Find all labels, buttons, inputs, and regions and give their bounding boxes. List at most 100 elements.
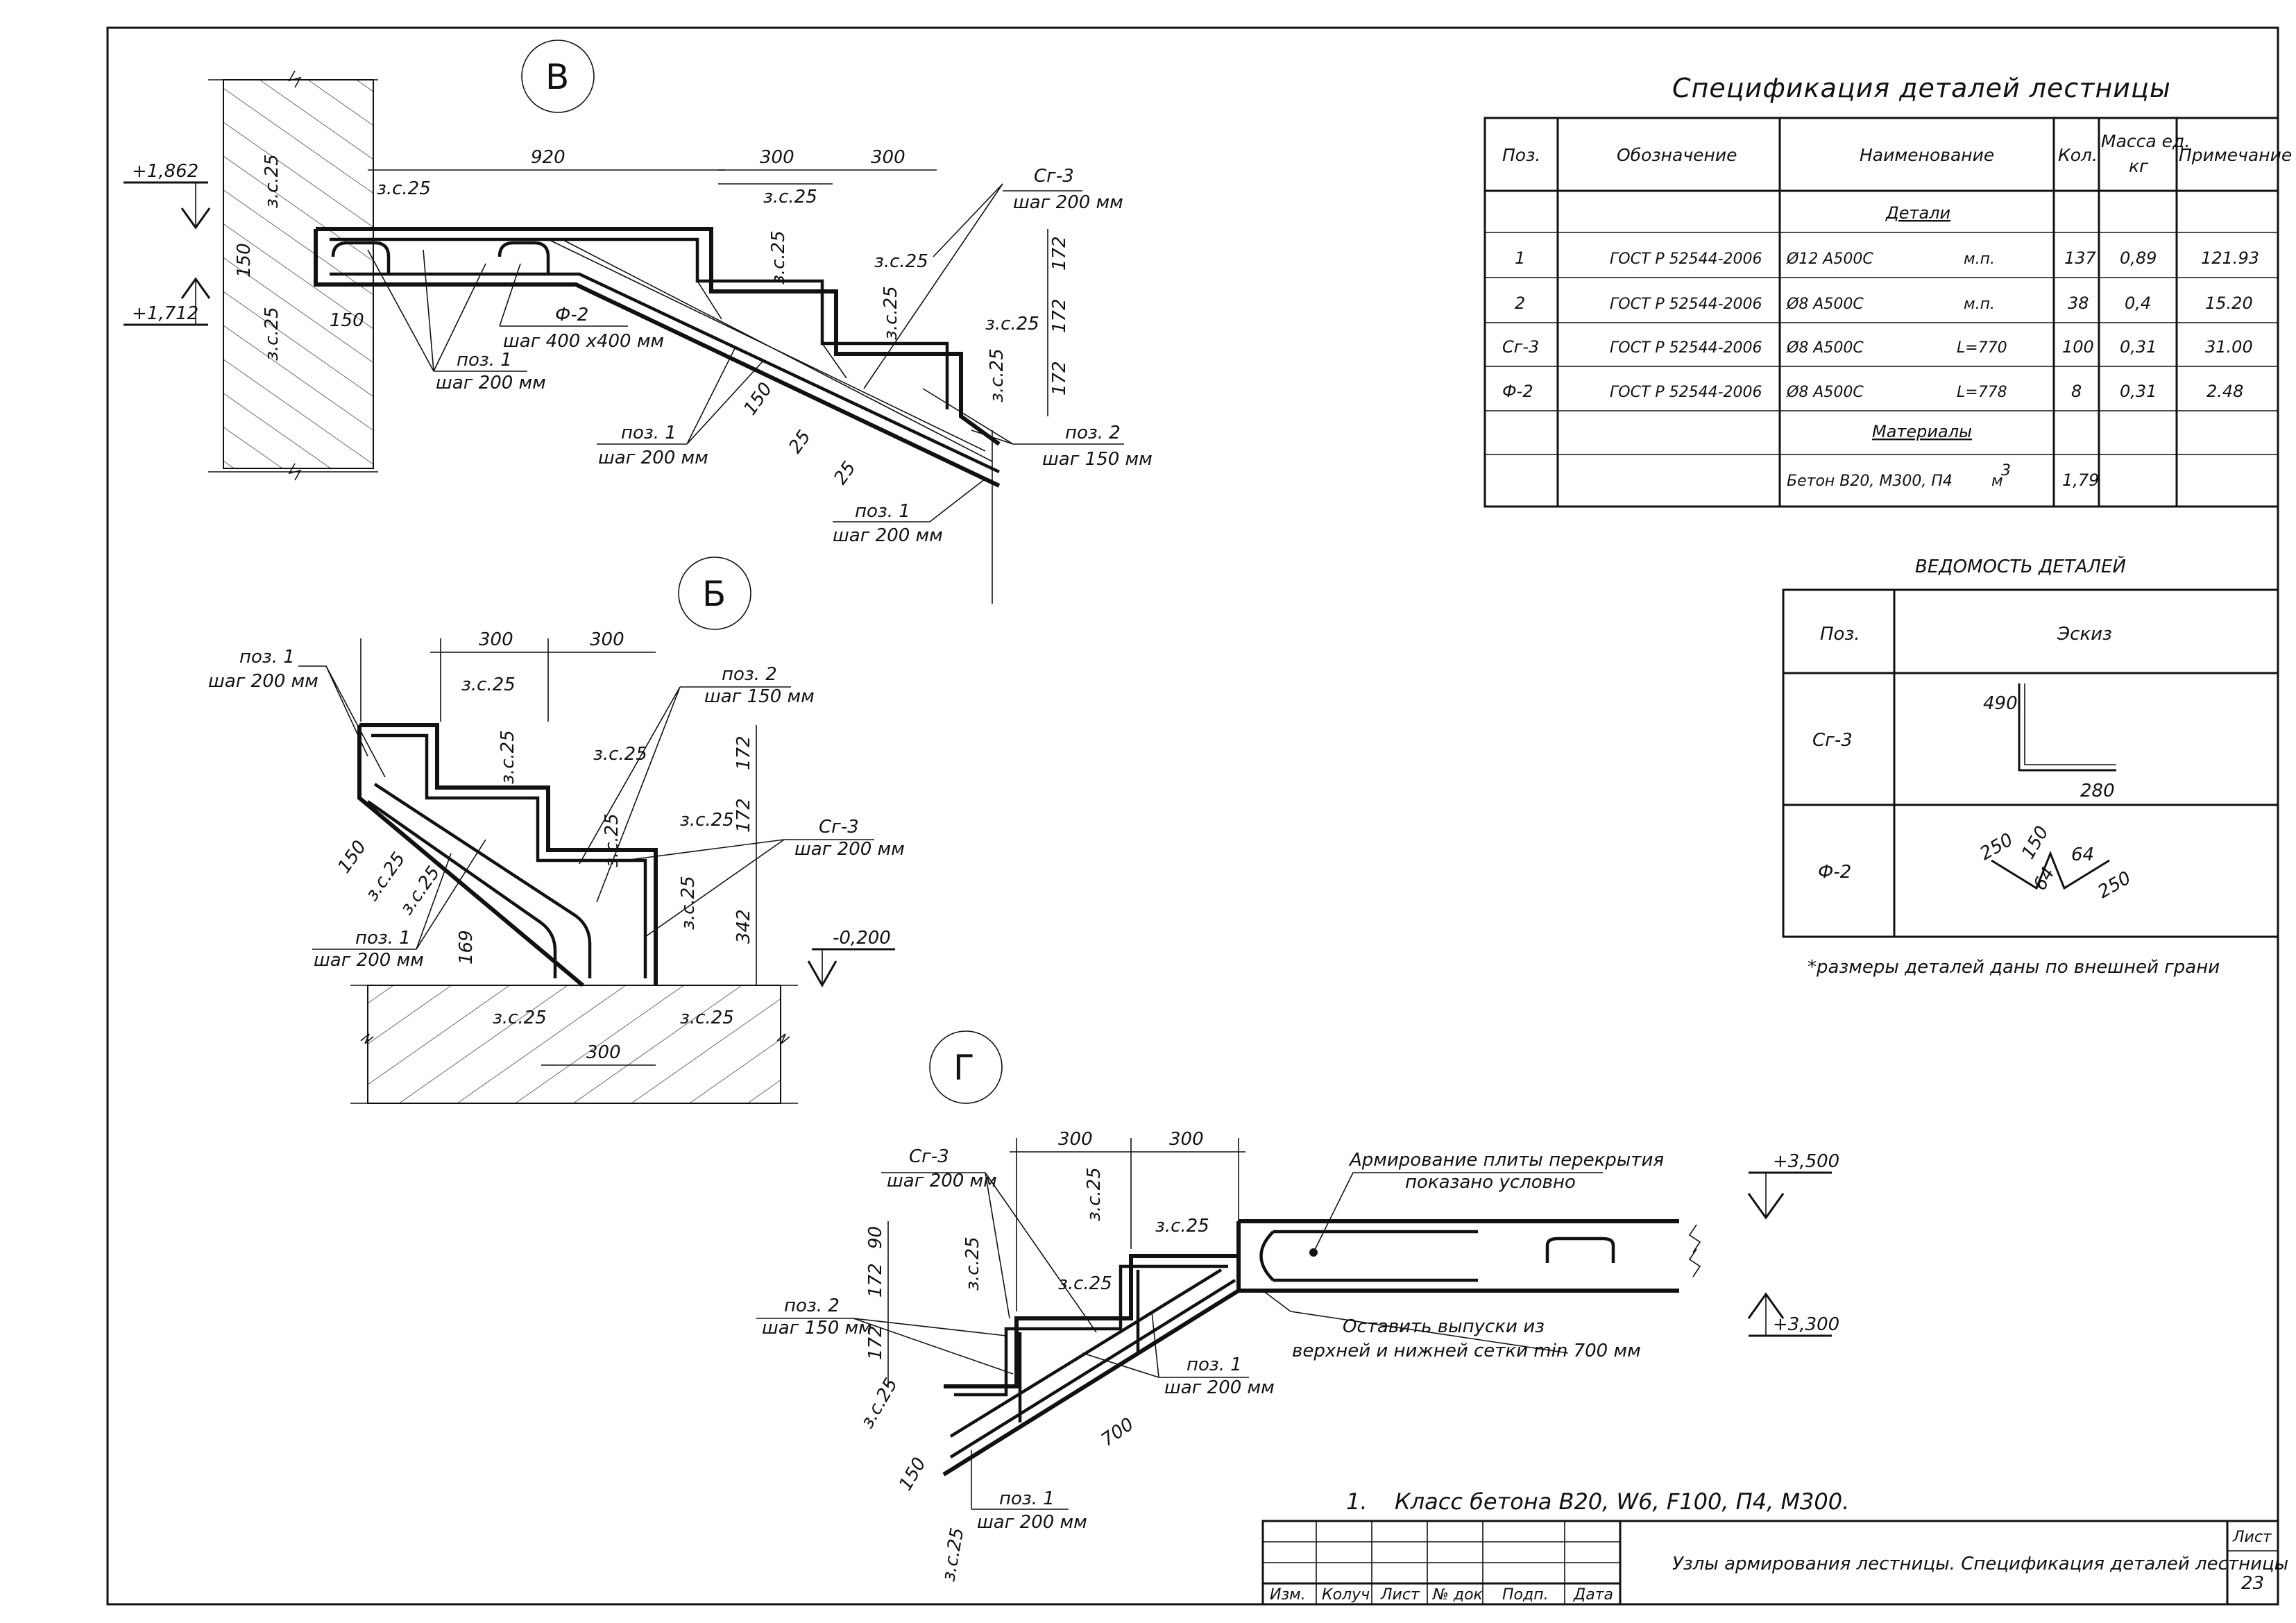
row2-name: Ø8 А500С xyxy=(1786,296,1864,313)
row4-mass: 0,31 xyxy=(2120,382,2157,401)
row1-name: Ø12 А500С xyxy=(1786,250,1873,268)
zc-g5: з.с.25 xyxy=(857,1375,902,1431)
row4-unit: L=778 xyxy=(1957,384,2007,401)
landing-slab xyxy=(314,227,1001,488)
row3-code: ГОСТ Р 52544-2006 xyxy=(1610,339,1762,357)
level-g-top: +3,500 xyxy=(1773,1151,1839,1172)
vedomost-footnote: *размеры деталей даны по внешней грани xyxy=(1808,957,2220,978)
zc-b6: з.с.25 xyxy=(498,730,518,784)
node-v-marker xyxy=(521,40,595,113)
tb-col-koluch: Колуч xyxy=(1322,1586,1370,1604)
node-v-mark: В xyxy=(545,57,569,97)
zc-1: з.с.25 xyxy=(377,178,431,199)
b-poz1-label-a: поз. 1 xyxy=(239,647,295,668)
ground xyxy=(367,985,781,1104)
spec-title: Спецификация деталей лестницы xyxy=(1672,73,2171,103)
tb-col-date: Дата xyxy=(1573,1586,1613,1604)
dim-b-300a: 300 xyxy=(479,629,513,650)
dim-g-150: 150 xyxy=(895,1454,930,1495)
dim-150a: 150 xyxy=(234,243,255,278)
zc-b2: з.с.25 xyxy=(593,744,647,765)
spec-row: Ф-2 ГОСТ Р 52544-2006 Ø8 А500С L=778 8 0… xyxy=(1502,382,2243,401)
spec-h-note: Примечание xyxy=(2179,145,2292,165)
dim-300a: 300 xyxy=(760,147,794,168)
zc-g1: з.с.25 xyxy=(1155,1216,1209,1237)
row4-note: 2.48 xyxy=(2206,382,2243,401)
level-bottom-text: +1,712 xyxy=(132,303,198,324)
row1-unit: м.п. xyxy=(1964,250,1995,268)
tb-col-izm: Изм. xyxy=(1270,1586,1306,1604)
dim-150b: 150 xyxy=(330,310,364,331)
vedomost-title: ВЕДОМОСТЬ ДЕТАЛЕЙ xyxy=(1915,555,2126,577)
poz1-step-b: шаг 200 мм xyxy=(598,448,708,468)
general-note: 1. Класс бетона В20, W6, F100, П4, М300. xyxy=(1346,1488,1849,1515)
b-poz1-step-a: шаг 200 мм xyxy=(208,671,318,692)
row1-pos: 1 xyxy=(1515,248,1525,268)
tb-col-list: Лист xyxy=(1380,1586,1420,1604)
zc-g4: з.с.25 xyxy=(962,1237,983,1291)
b-sg3-step: шаг 200 мм xyxy=(794,839,905,860)
dim-b-342: 342 xyxy=(733,909,754,944)
zc-7: з.с.25 xyxy=(768,230,789,284)
row3-unit: L=770 xyxy=(1957,339,2007,357)
node-v: В +1,862 +1,712 920 300 xyxy=(124,40,1153,604)
material-name: Бетон В20, М300, П4 xyxy=(1787,473,1953,490)
material-qty: 1,79 xyxy=(2062,470,2099,490)
dim-b-300c: 300 xyxy=(586,1042,621,1063)
sg3-sketch xyxy=(2018,683,2116,772)
zc-g2: з.с.25 xyxy=(1058,1273,1112,1294)
g-poz1-step-a: шаг 200 мм xyxy=(1164,1377,1275,1398)
vedomost-f2-pos: Ф-2 xyxy=(1818,862,1851,883)
vedomost-col-pos: Поз. xyxy=(1820,624,1860,645)
stair-profile-b xyxy=(357,723,658,987)
spec-row: 1 ГОСТ Р 52544-2006 Ø12 А500С м.п. 137 0… xyxy=(1515,248,2259,268)
node-b-mark: Б xyxy=(702,574,726,614)
slab-note-1: Армирование плиты перекрытия xyxy=(1348,1150,1664,1171)
zc-b9: з.с.25 xyxy=(362,849,409,905)
zc-b8: з.с.25 xyxy=(678,876,699,930)
zc-b3: з.с.25 xyxy=(680,810,734,831)
f2-label: Ф-2 xyxy=(555,305,588,325)
stair-profile-g xyxy=(942,1254,1240,1477)
level-top-text: +1,862 xyxy=(132,161,198,182)
poz1-label-b: поз. 1 xyxy=(621,423,677,443)
dim-b-172a: 172 xyxy=(733,736,754,770)
dim-g-90: 90 xyxy=(865,1226,886,1249)
spec-section-details: Детали xyxy=(1885,203,1950,223)
f2-d3: 64 xyxy=(2071,844,2094,865)
sg3-label: Сг-3 xyxy=(1034,166,1074,187)
row3-pos: Сг-3 xyxy=(1502,337,1539,357)
dim-g-172b: 172 xyxy=(865,1325,886,1360)
zc-g6: з.с.25 xyxy=(938,1526,968,1583)
spec-section-materials: Материалы xyxy=(1872,422,1972,441)
slab-note-2: показано условно xyxy=(1405,1172,1576,1193)
zc-b1: з.с.25 xyxy=(461,674,516,695)
material-unit: м xyxy=(1991,473,2003,490)
dim-25a: 25 xyxy=(785,427,815,457)
sg3-d1: 490 xyxy=(1983,693,2018,714)
zc-b5: з.с.25 xyxy=(680,1008,734,1028)
tb-sheet-num: 23 xyxy=(2241,1573,2264,1594)
dim-25b: 25 xyxy=(830,458,860,488)
f2-d1: 250 xyxy=(1977,829,2017,865)
zc-2: з.с.25 xyxy=(763,187,817,207)
poz2-label-a: поз. 2 xyxy=(1065,423,1121,443)
node-b: Б -0,200 300 300 300 172 172 342 169 150… xyxy=(208,556,905,1104)
node-g-marker xyxy=(929,1030,1003,1104)
row2-note: 15.20 xyxy=(2205,294,2253,313)
f2-size: шаг 400 х400 мм xyxy=(503,331,664,352)
spec-h-name: Наименование xyxy=(1860,145,1994,165)
row2-unit: м.п. xyxy=(1964,296,1995,313)
g-poz2-step: шаг 150 мм xyxy=(762,1318,872,1339)
b-poz1-step-b: шаг 200 мм xyxy=(314,950,424,971)
dim-b-169: 169 xyxy=(456,930,477,965)
row2-code: ГОСТ Р 52544-2006 xyxy=(1610,296,1762,313)
dim-b-172b: 172 xyxy=(733,798,754,833)
zc-g3: з.с.25 xyxy=(1084,1167,1105,1221)
spec-h-code: Обозначение xyxy=(1617,145,1737,165)
zc-9: з.с.25 xyxy=(987,348,1007,402)
dim-150c: 150 xyxy=(740,379,776,419)
row2-qty: 38 xyxy=(2068,294,2089,313)
material-unit-sup: 3 xyxy=(2001,462,2011,479)
g-poz2-label: поз. 2 xyxy=(784,1295,840,1316)
